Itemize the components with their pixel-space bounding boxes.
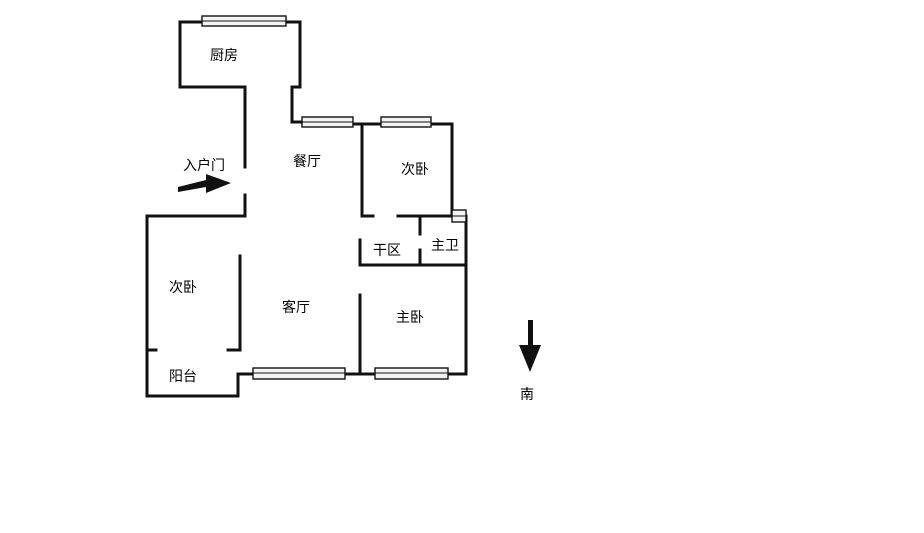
windows [201, 15, 467, 380]
label-south: 南 [520, 387, 534, 403]
label-second-bedroom-left: 次卧 [169, 280, 197, 296]
window-bedroom2 [380, 116, 432, 128]
window-kitchen [201, 15, 287, 27]
top-right-wall [429, 122, 454, 218]
label-living: 客厅 [282, 299, 310, 316]
label-entrance: 入户门 [183, 157, 225, 174]
right-arrow-icon [178, 174, 231, 193]
kitchen-right-wall [284, 20, 304, 124]
down-arrow-icon [519, 320, 541, 372]
window-living [252, 367, 346, 380]
label-second-bedroom-top: 次卧 [401, 162, 429, 178]
label-kitchen: 厨房 [210, 48, 238, 64]
kitchen-walls [178, 20, 247, 169]
label-dry-area: 干区 [373, 243, 401, 259]
label-master-bath: 主卫 [431, 238, 459, 254]
window-master [374, 367, 449, 380]
walls [145, 20, 468, 398]
window-bath [451, 209, 467, 223]
label-balcony: 阳台 [169, 369, 197, 385]
label-master-bedroom: 主卧 [396, 310, 424, 326]
window-dining [301, 116, 354, 128]
label-dining: 餐厅 [293, 154, 321, 170]
entry-left-bedroom-walls [145, 193, 255, 398]
